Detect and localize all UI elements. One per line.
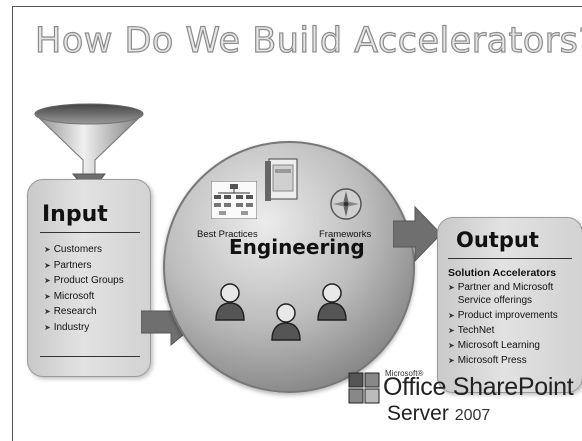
list-item: ➤Research <box>44 304 124 320</box>
bullet-icon: ➤ <box>448 341 455 350</box>
list-item-label: Research <box>53 306 97 317</box>
list-item: ➤Customers <box>44 242 124 258</box>
engineering-circle: Best Practices Frameworks Engineering <box>163 141 415 393</box>
best-practices-label: Best Practices <box>197 229 258 240</box>
bullet-icon: ➤ <box>44 322 51 332</box>
list-item-label: Customers <box>53 244 103 255</box>
slide-title: How Do We Build Accelerators? <box>34 20 582 61</box>
list-item-label: Microsoft Learning <box>457 340 540 351</box>
list-item: ➤Microsoft Press <box>448 354 576 367</box>
arrow-right-icon <box>393 205 442 263</box>
bullet-icon: ➤ <box>44 276 51 285</box>
list-item-label: Microsoft Press <box>457 355 527 366</box>
engineering-label: Engineering <box>229 235 365 259</box>
bullet-icon: ➤ <box>448 311 455 320</box>
person-icon <box>215 283 245 321</box>
sharepoint-logo: Microsoft® Office SharePoint Server 2007 <box>347 367 582 441</box>
input-list: ➤Customers ➤Partners ➤Product Groups ➤Mi… <box>44 242 124 335</box>
input-panel: Input ➤Customers ➤Partners ➤Product Grou… <box>27 179 151 377</box>
org-chart-icon <box>211 181 257 219</box>
input-heading: Input <box>42 202 108 227</box>
list-item: ➤Partners <box>44 258 124 274</box>
output-heading: Output <box>456 228 539 252</box>
list-item-label: Microsoft <box>53 290 95 302</box>
bullet-icon: ➤ <box>448 356 455 365</box>
compass-icon <box>330 188 362 220</box>
bullet-icon: ➤ <box>44 307 51 316</box>
list-item-label: Industry <box>53 321 90 333</box>
list-item: ➤TechNet <box>448 324 576 337</box>
output-panel: Output Solution Accelerators ➤Partner an… <box>437 217 582 393</box>
logo-year: 2007 <box>454 407 491 424</box>
slide: How Do We Build Accelerators? Input ➤Cus… <box>12 6 582 441</box>
bullet-icon: ➤ <box>448 283 455 292</box>
list-item-label: Product improvements <box>457 310 558 321</box>
list-item: ➤Product improvements <box>448 309 576 322</box>
logo-server-word: Server <box>387 402 449 425</box>
divider <box>448 258 572 259</box>
divider <box>40 356 140 357</box>
logo-server: Server 2007 <box>387 402 490 426</box>
output-subheading: Solution Accelerators <box>448 267 557 279</box>
bullet-icon: ➤ <box>44 245 51 254</box>
office-logo-icon <box>348 372 380 404</box>
list-item-label: Partners <box>53 259 92 271</box>
bullet-icon: ➤ <box>44 260 51 270</box>
divider <box>40 232 140 233</box>
list-item: ➤Microsoft Learning <box>448 339 576 352</box>
bullet-icon: ➤ <box>44 291 51 301</box>
list-item: ➤Partner and Microsoft Service offerings <box>448 281 576 307</box>
list-item-label: Product Groups <box>53 275 124 286</box>
person-icon <box>271 303 301 341</box>
book-icon <box>265 158 298 201</box>
logo-microsoft: Microsoft® <box>385 369 424 378</box>
frameworks-label: Frameworks <box>319 229 372 240</box>
list-item: ➤Microsoft <box>44 289 124 305</box>
output-list: ➤Partner and Microsoft Service offerings… <box>448 281 576 369</box>
person-icon <box>317 283 347 321</box>
bullet-icon: ➤ <box>448 326 455 335</box>
logo-office: Office SharePoint <box>383 373 574 401</box>
list-item: ➤Industry <box>44 320 124 336</box>
list-item-label: TechNet <box>457 325 495 336</box>
list-item-label: Partner and Microsoft Service offerings <box>457 282 554 306</box>
list-item: ➤Product Groups <box>44 273 124 289</box>
